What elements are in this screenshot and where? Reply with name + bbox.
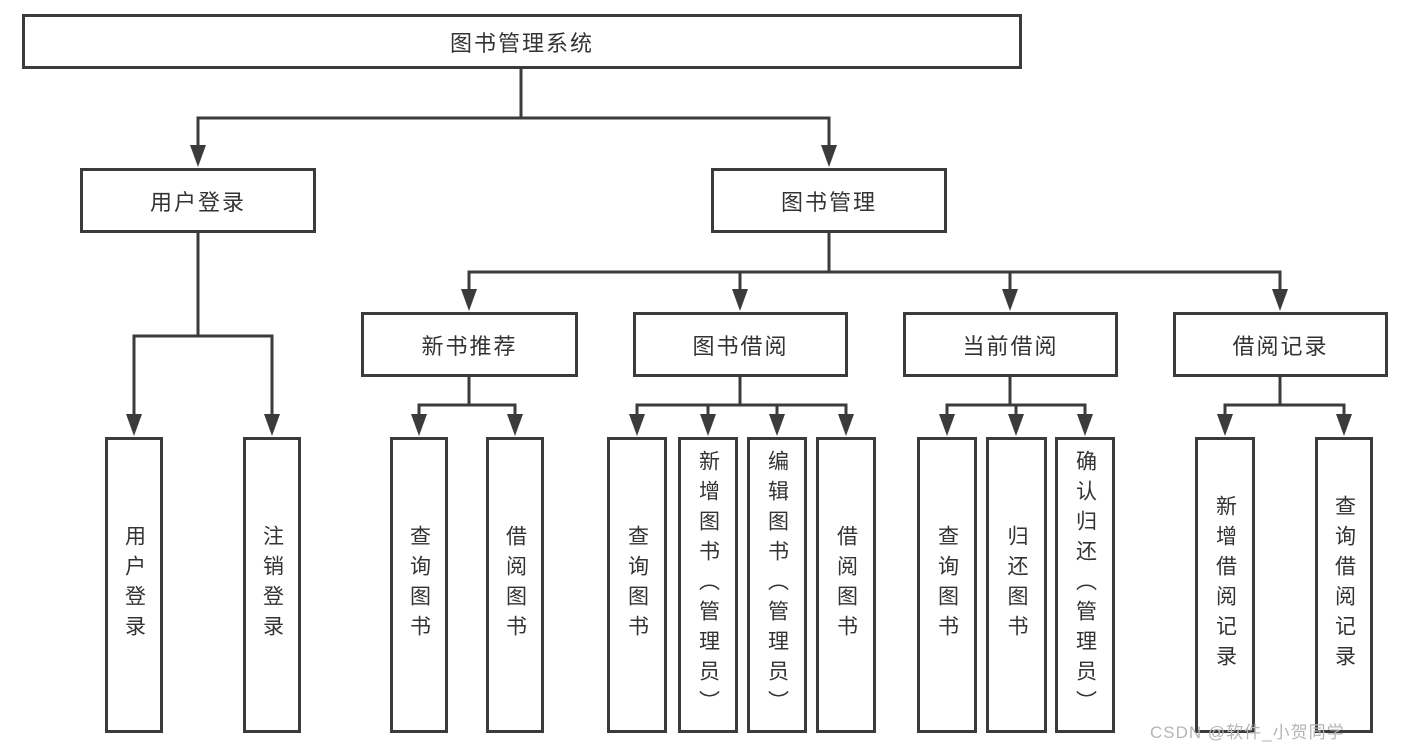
node-borrow-record: 借阅记录 [1173,312,1388,377]
leaf-add-book-admin: 新增图书（管理员） [678,437,738,733]
node-user-login: 用户登录 [80,168,316,233]
node-current-borrow: 当前借阅 [903,312,1118,377]
leaf-return-book: 归还图书 [986,437,1047,733]
leaf-query-borrow-record: 查询借阅记录 [1315,437,1373,733]
node-new-book-recommend: 新书推荐 [361,312,578,377]
leaf-user-login: 用户登录 [105,437,163,733]
root-node-library-system: 图书管理系统 [22,14,1022,69]
leaf-logout: 注销登录 [243,437,301,733]
leaf-query-book-recommend: 查询图书 [390,437,448,733]
leaf-edit-book-admin: 编辑图书（管理员） [747,437,807,733]
leaf-query-book-current: 查询图书 [917,437,977,733]
node-book-management: 图书管理 [711,168,947,233]
node-book-borrow: 图书借阅 [633,312,848,377]
watermark: CSDN @软件_小贺同学 [1150,723,1345,742]
leaf-borrow-book-recommend: 借阅图书 [486,437,544,733]
leaf-confirm-return-admin: 确认归还（管理员） [1055,437,1115,733]
arrowhead-icons [126,145,1352,436]
leaf-query-book-borrow: 查询图书 [607,437,667,733]
leaf-add-borrow-record: 新增借阅记录 [1195,437,1255,733]
leaf-borrow-book: 借阅图书 [816,437,876,733]
